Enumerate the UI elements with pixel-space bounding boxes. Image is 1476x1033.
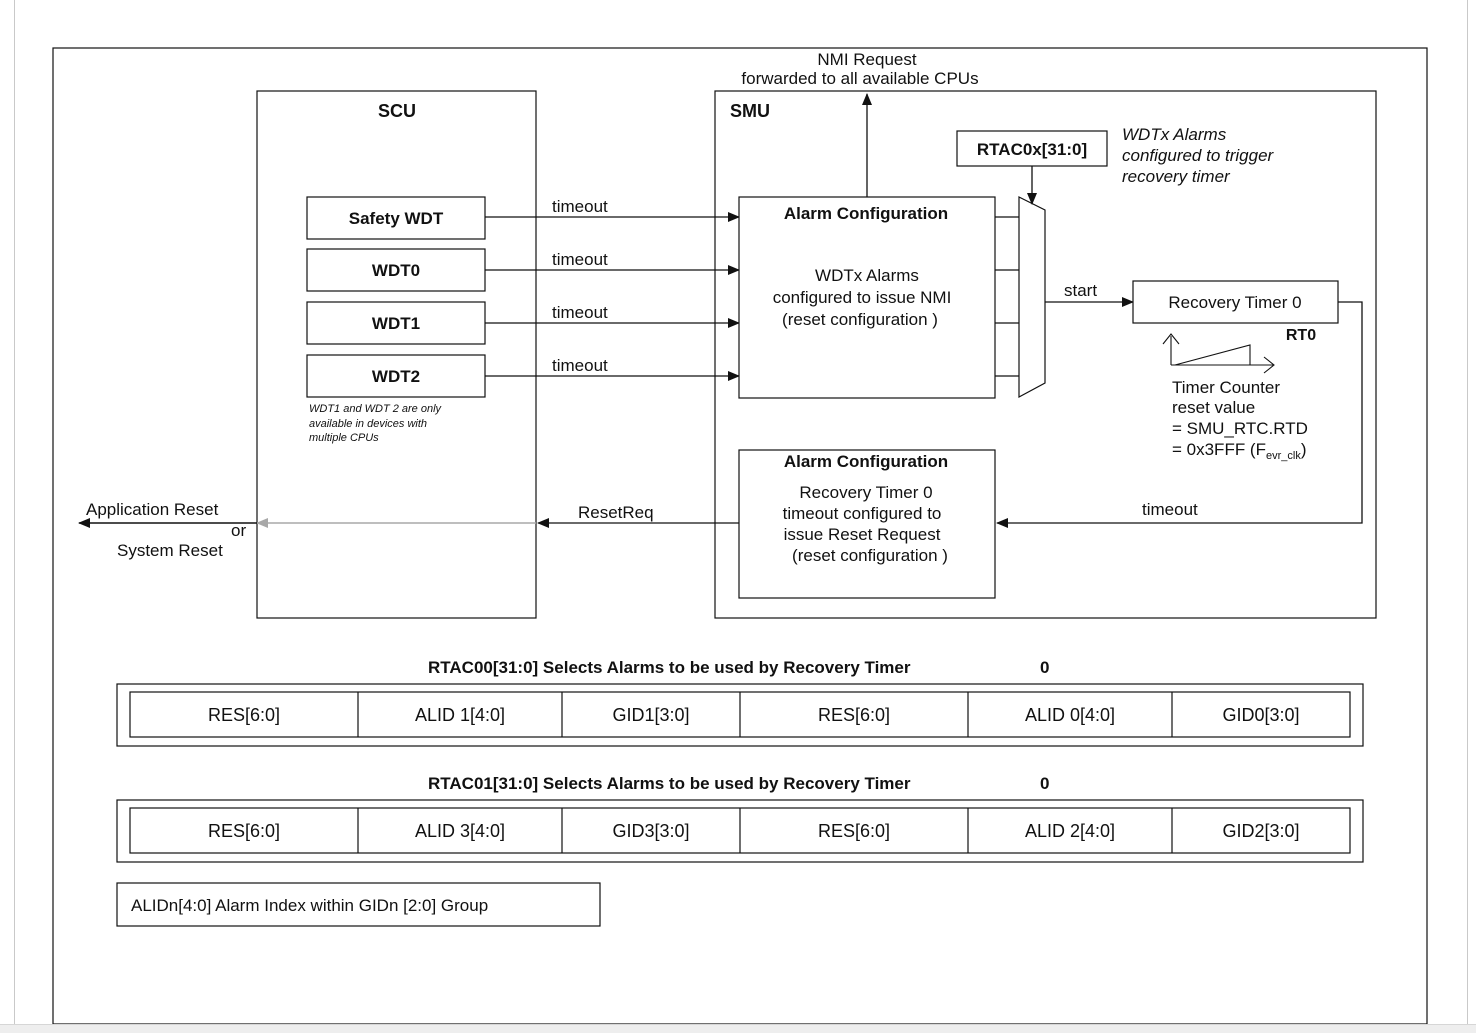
rtac0x-label: RTAC0x[31:0] bbox=[977, 140, 1087, 159]
rtac00-cell-5: ALID 0[4:0] bbox=[1025, 705, 1115, 725]
alarm-config-nmi-title: Alarm Configuration bbox=[784, 204, 948, 223]
wdt-label-0: WDT0 bbox=[372, 261, 420, 280]
rtac01-cell-3: GID3[3:0] bbox=[612, 821, 689, 841]
alarm-config-reset-box bbox=[738, 449, 996, 599]
wdt-label-2: WDT2 bbox=[372, 367, 420, 386]
wdt-label-1: WDT1 bbox=[372, 314, 420, 333]
ramp-axis-y-head bbox=[1162, 333, 1180, 345]
timeout-label-0: timeout bbox=[552, 250, 608, 269]
bottom-strip bbox=[0, 1024, 1476, 1033]
scu-block bbox=[256, 90, 537, 619]
smu-title: SMU bbox=[730, 101, 770, 121]
timer-counter-line-3: = SMU_RTC.RTD bbox=[1172, 419, 1308, 438]
alarm-config-nmi-line-3: (reset configuration ) bbox=[782, 310, 938, 329]
legend-box bbox=[116, 882, 601, 927]
rtac01-title: RTAC01[31:0] Selects Alarms to be used b… bbox=[428, 774, 1049, 793]
scu-note-2: available in devices with bbox=[309, 418, 427, 430]
outer-frame bbox=[52, 47, 1428, 1024]
alarm-config-reset-title: Alarm Configuration bbox=[784, 452, 948, 471]
wdt-box-1 bbox=[306, 301, 486, 345]
recovery-timer-tag: RT0 bbox=[1286, 327, 1316, 344]
timer-counter-line-2: reset value bbox=[1172, 398, 1255, 417]
smu-block bbox=[714, 90, 1377, 619]
timeout-label-safety: timeout bbox=[552, 197, 608, 216]
timeout-label-2: timeout bbox=[552, 356, 608, 375]
alarm-config-nmi-box bbox=[738, 196, 996, 399]
scu-note-3: multiple CPUs bbox=[309, 432, 379, 444]
output-label-1: Application Reset bbox=[86, 500, 219, 519]
rtac00-cell-6: GID0[3:0] bbox=[1222, 705, 1299, 725]
rtac-note-3: recovery timer bbox=[1122, 167, 1231, 186]
start-label: start bbox=[1064, 281, 1097, 300]
ramp-axis-x-head bbox=[1263, 356, 1275, 374]
ramp-sawtooth bbox=[1174, 344, 1251, 366]
rtac00-title: RTAC00[31:0] Selects Alarms to be used b… bbox=[428, 658, 1049, 677]
rtac00-cell-3: GID1[3:0] bbox=[612, 705, 689, 725]
timer-counter-line-1: Timer Counter bbox=[1172, 378, 1280, 397]
wdt-box-safety bbox=[306, 196, 486, 240]
rtac01-outer bbox=[116, 799, 1364, 863]
rtac00-cell-4: RES[6:0] bbox=[818, 705, 890, 725]
rtac01-cell-2: ALID 3[4:0] bbox=[415, 821, 505, 841]
legend-text: ALIDn[4:0] Alarm Index within GIDn [2:0]… bbox=[131, 896, 488, 915]
nmi-label-1: NMI Request bbox=[817, 50, 916, 69]
page-border bbox=[14, 0, 1468, 1024]
rtac01-cell-4: RES[6:0] bbox=[818, 821, 890, 841]
rtac0x-box bbox=[956, 130, 1108, 167]
rtac01-cell-5: ALID 2[4:0] bbox=[1025, 821, 1115, 841]
scu-title: SCU bbox=[378, 101, 416, 121]
rtac-note-2: configured to trigger bbox=[1122, 146, 1275, 165]
wdt-label-safety: Safety WDT bbox=[349, 209, 444, 228]
alarm-config-nmi-line-2: configured to issue NMI bbox=[773, 288, 952, 307]
rtac00-cell-2: ALID 1[4:0] bbox=[415, 705, 505, 725]
rt-timeout-label: timeout bbox=[1142, 500, 1198, 519]
nmi-label-2: forwarded to all available CPUs bbox=[741, 69, 978, 88]
recovery-timer-label: Recovery Timer 0 bbox=[1168, 293, 1301, 312]
wdt-box-0 bbox=[306, 248, 486, 292]
output-label-3: System Reset bbox=[117, 541, 223, 560]
rtac-note-1: WDTx Alarms bbox=[1122, 125, 1227, 144]
rtac00-cell-1: RES[6:0] bbox=[208, 705, 280, 725]
alarm-config-reset-line-4: (reset configuration ) bbox=[792, 546, 948, 565]
reset-req-label: ResetReq bbox=[578, 503, 654, 522]
scu-note-1: WDT1 and WDT 2 are only bbox=[309, 403, 443, 415]
rtac00-outer bbox=[116, 683, 1364, 747]
alarm-config-reset-line-2: timeout configured to bbox=[783, 504, 942, 523]
alarm-config-reset-line-1: Recovery Timer 0 bbox=[799, 483, 932, 502]
timer-counter-line-4: = 0x3FFF (Fevr_clk) bbox=[1172, 440, 1307, 462]
rt-timeout-path bbox=[996, 301, 1363, 528]
alarm-config-nmi-line-1: WDTx Alarms bbox=[815, 266, 919, 285]
wdt-box-2 bbox=[306, 354, 486, 398]
rtac01-cell-6: GID2[3:0] bbox=[1222, 821, 1299, 841]
output-label-2: or bbox=[231, 521, 246, 540]
alarm-multiplexer bbox=[1018, 196, 1046, 399]
rtac01-cell-1: RES[6:0] bbox=[208, 821, 280, 841]
timeout-label-1: timeout bbox=[552, 303, 608, 322]
alarm-config-reset-line-3: issue Reset Request bbox=[784, 525, 941, 544]
